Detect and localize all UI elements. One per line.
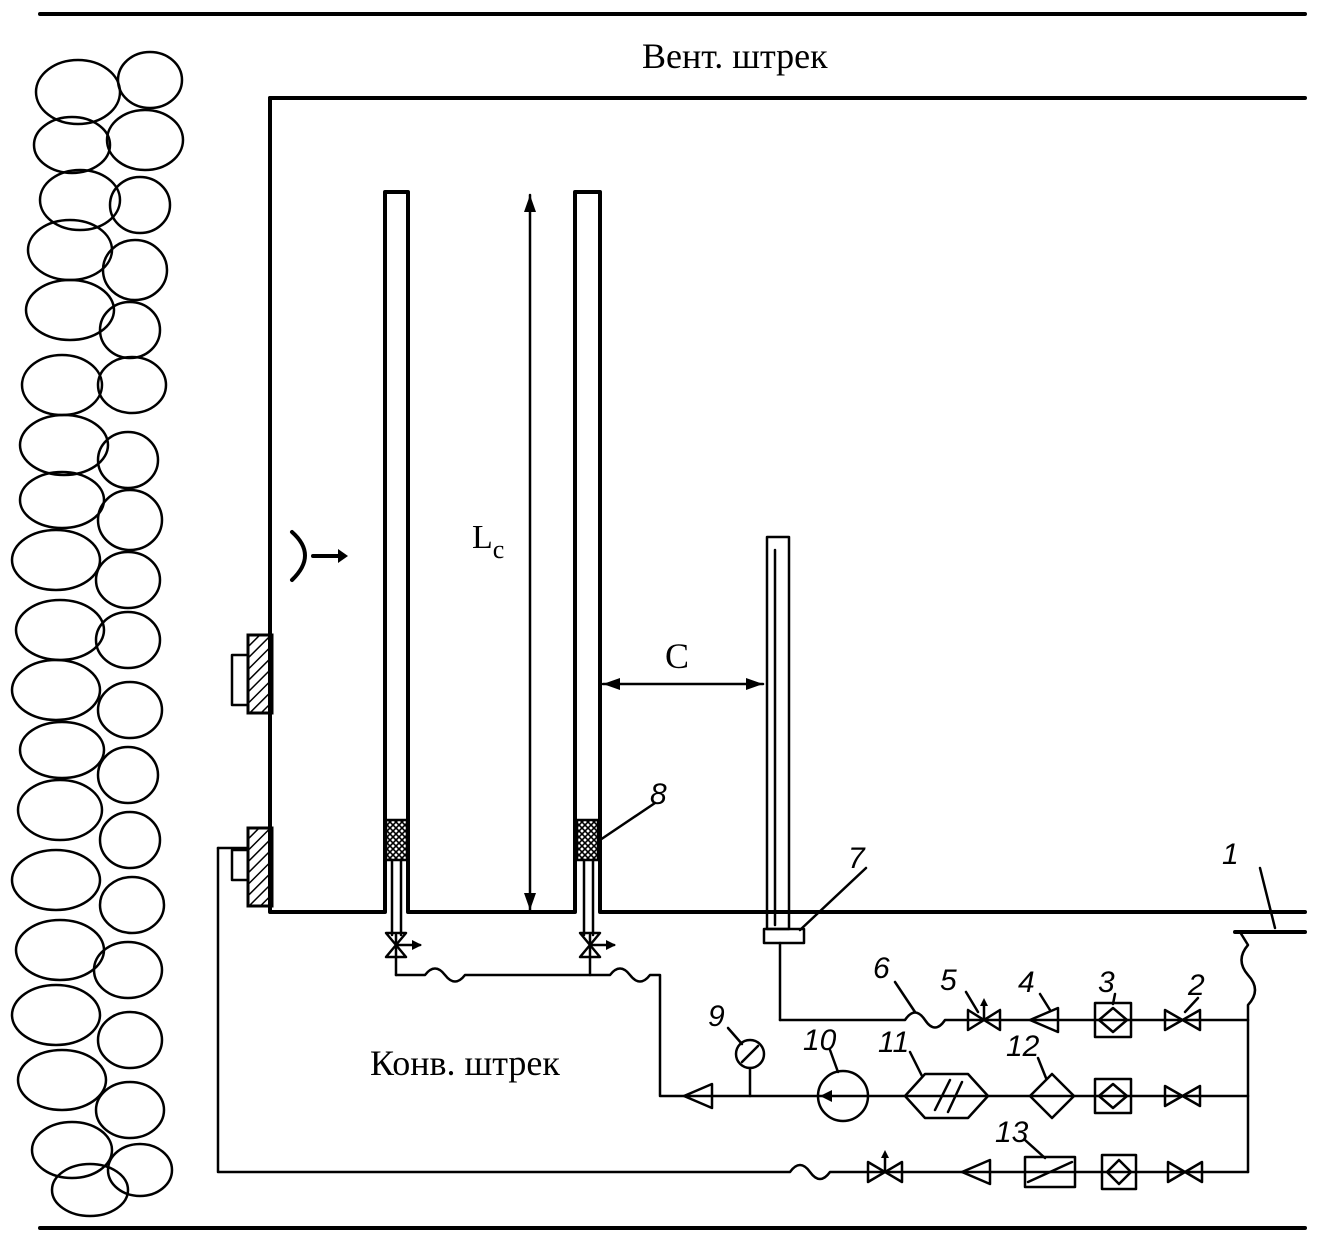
check-valve-pump — [682, 1082, 714, 1110]
conv-drift-label: Конв. штрек — [370, 1043, 560, 1083]
borehole-injection-pipes — [390, 858, 595, 937]
check-valve-line3 — [960, 1158, 992, 1186]
length-label: Lс — [472, 519, 504, 564]
callout-13: 13 — [995, 1116, 1029, 1149]
borehole-plug — [575, 818, 600, 862]
filter-line2 — [1093, 1077, 1133, 1115]
callout-2: 2 — [1187, 969, 1205, 1002]
supply-header — [1238, 930, 1257, 1174]
gate-valve-line3-right — [1166, 1160, 1204, 1184]
check-valve-4 — [1028, 1006, 1060, 1034]
gate-valve-line2 — [1163, 1084, 1202, 1108]
standpipe — [762, 535, 806, 1022]
vent-drift-label: Вент. штрек — [642, 36, 828, 76]
callout-5: 5 — [940, 964, 957, 997]
injection-line — [394, 933, 692, 1098]
goaf-rock-pile — [10, 50, 185, 1218]
dosing-unit-13 — [1023, 1155, 1077, 1189]
callout-6: 6 — [873, 952, 890, 985]
length-label-bg — [468, 512, 518, 568]
borehole-valve — [384, 931, 422, 959]
callout-4: 4 — [1018, 966, 1035, 999]
face-support-lower — [230, 826, 274, 908]
gate-valve-line3-left — [866, 1150, 904, 1184]
callout-3: 3 — [1098, 966, 1115, 999]
advance-direction-icon — [290, 530, 348, 582]
borehole-plug — [384, 818, 409, 862]
face-support-upper — [230, 633, 274, 715]
callout-1: 1 — [1222, 838, 1239, 871]
gate-valve-5 — [966, 998, 1002, 1032]
pressure-gauge-9 — [734, 1038, 766, 1098]
spacing-dimension — [601, 678, 765, 690]
line-aux-supply — [216, 846, 1250, 1181]
callout-8: 8 — [650, 778, 667, 811]
callout-11: 11 — [878, 1026, 909, 1059]
heat-exchanger-11 — [903, 1072, 990, 1120]
callout-12: 12 — [1006, 1030, 1040, 1063]
callout-9: 9 — [708, 1000, 725, 1033]
filter-line3 — [1100, 1153, 1138, 1191]
borehole-valve — [578, 931, 616, 959]
callout-7: 7 — [848, 842, 866, 875]
line-water-supply — [778, 1011, 1250, 1029]
longwall-face-outline — [268, 96, 1307, 914]
gate-valve-2 — [1163, 1008, 1202, 1032]
length-dimension — [524, 193, 536, 912]
callout-leaders — [598, 801, 1277, 1160]
callout-10: 10 — [803, 1024, 837, 1057]
strainer-12 — [1028, 1072, 1076, 1120]
pump-10 — [816, 1069, 870, 1123]
spacing-label: C — [665, 636, 689, 676]
